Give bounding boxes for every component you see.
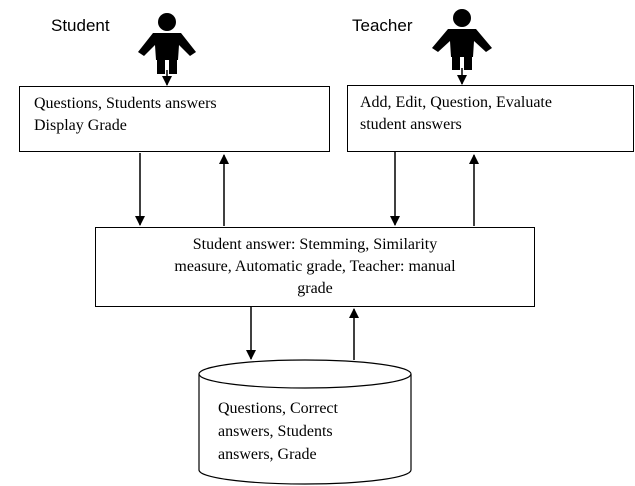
student-box-line-2: Display Grade: [34, 117, 127, 134]
database-line-3: answers, Grade: [218, 446, 317, 463]
database-cylinder: [198, 359, 412, 485]
database-line-1: Questions, Correct: [218, 400, 338, 417]
database-line-2: answers, Students: [218, 423, 333, 440]
student-person-icon: [138, 13, 196, 74]
processing-box-line-3: grade: [297, 280, 333, 297]
database-label: Questions, Correct answers, Students ans…: [218, 397, 338, 466]
processing-box-line-1: Student answer: Stemming, Similarity: [192, 236, 438, 253]
processing-box-line-2: measure, Automatic grade, Teacher: manua…: [174, 258, 456, 275]
teacher-label: Teacher: [352, 16, 413, 35]
student-functions-box: Questions, Students answers Display Grad…: [19, 86, 330, 152]
teacher-box-line-2: student answers: [360, 116, 462, 133]
teacher-box-line-1: Add, Edit, Question, Evaluate: [360, 94, 552, 111]
student-box-line-1: Questions, Students answers: [34, 95, 217, 112]
processing-box: Student answer: Stemming, Similarity mea…: [95, 227, 535, 307]
student-label: Student: [51, 16, 110, 35]
teacher-functions-box: Add, Edit, Question, Evaluate student an…: [347, 85, 634, 152]
teacher-person-icon: [432, 9, 492, 70]
